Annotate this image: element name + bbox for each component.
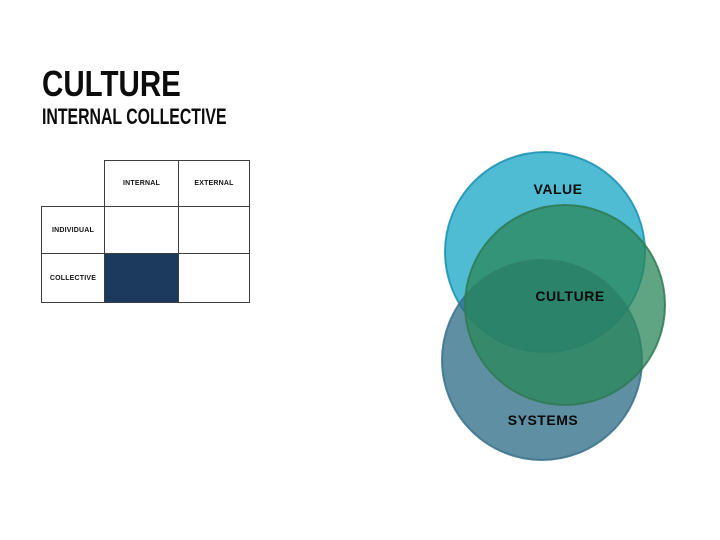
matrix-cell-individual-external <box>178 206 250 254</box>
slide-title: CULTURE <box>42 63 181 104</box>
venn-circle-value <box>444 151 646 353</box>
matrix-corner-cell <box>41 160 105 207</box>
matrix-row-header-individual: INDIVIDUAL <box>41 206 105 254</box>
matrix-cell-collective-external <box>178 253 250 303</box>
venn-circle-systems <box>441 259 643 461</box>
matrix-col-header-external: EXTERNAL <box>178 160 250 207</box>
matrix-col-header-internal: INTERNAL <box>104 160 179 207</box>
slide-subtitle: INTERNAL COLLECTIVE <box>42 104 227 129</box>
matrix-header-row: INTERNAL EXTERNAL <box>41 160 250 207</box>
matrix-row-individual: INDIVIDUAL <box>41 206 250 254</box>
venn-label-systems: SYSTEMS <box>508 412 578 428</box>
matrix-row-header-collective: COLLECTIVE <box>41 253 105 303</box>
matrix-cell-collective-internal-highlighted <box>104 253 179 303</box>
matrix-cell-individual-internal <box>104 206 179 254</box>
title-block: CULTURE INTERNAL COLLECTIVE <box>42 66 298 128</box>
venn-circle-culture <box>464 204 666 406</box>
quadrant-matrix: INTERNAL EXTERNAL INDIVIDUAL COLLECTIVE <box>41 160 250 303</box>
venn-label-value: VALUE <box>534 181 583 197</box>
venn-label-culture: CULTURE <box>535 288 604 304</box>
matrix-row-collective: COLLECTIVE <box>41 253 250 303</box>
